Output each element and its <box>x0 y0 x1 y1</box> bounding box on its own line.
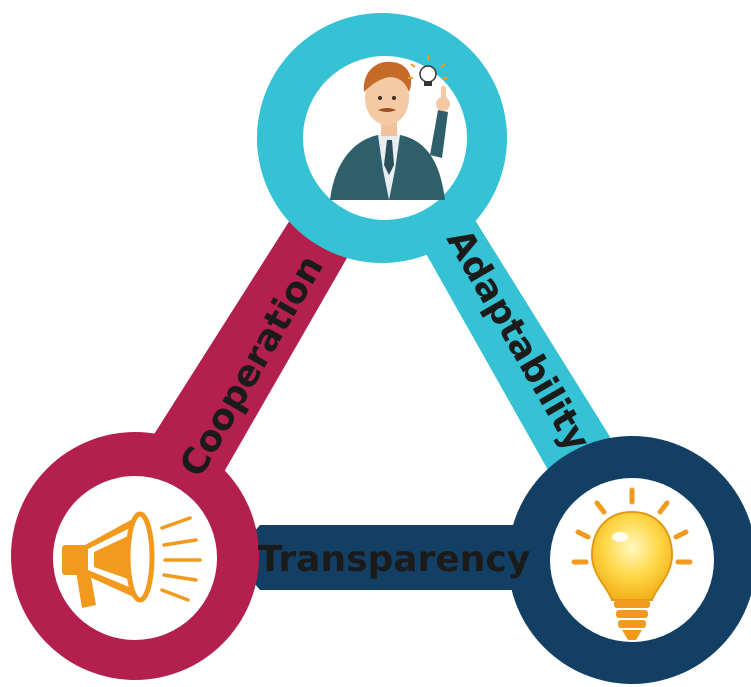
lightbulb-icon <box>571 487 693 640</box>
transparency-label: Transparency <box>258 539 530 580</box>
cooperation-arrow <box>125 220 355 505</box>
adaptability-arrow <box>420 220 612 470</box>
adaptability-label: Adaptability <box>438 222 598 458</box>
transparency-arrow <box>232 525 560 590</box>
businessman-idea-icon <box>330 55 450 200</box>
megaphone-icon <box>62 511 202 608</box>
